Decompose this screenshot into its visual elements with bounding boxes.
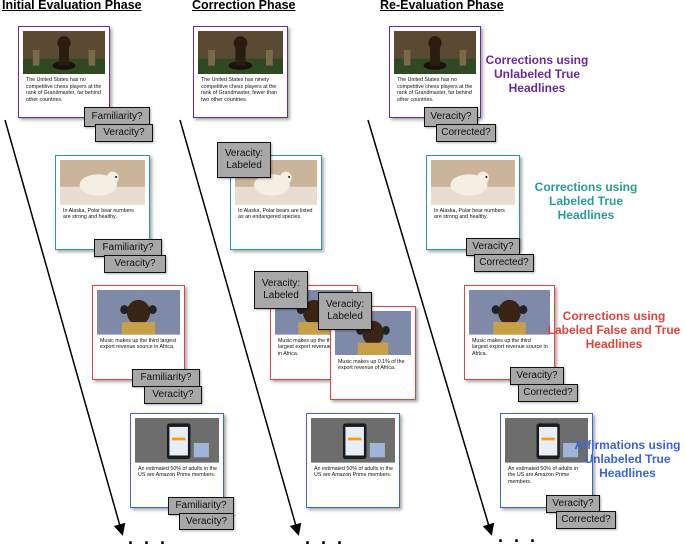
caption-red: Corrections using Labeled False and True… <box>547 309 681 351</box>
headline-text: Music makes up 0.1% of the export revenu… <box>338 358 405 371</box>
headline-text: The United States has no competitive che… <box>26 77 102 103</box>
headline-card-amazon-reevaluation: An estimated 50% of adults in the US are… <box>500 413 593 508</box>
veracity-tag: Veracity? <box>510 367 564 385</box>
headline-text: An estimated 50% of adults in the US are… <box>138 466 217 479</box>
headline-text: In Alaska, Polar bear numbers are strong… <box>434 208 505 221</box>
amazon-photo <box>311 418 395 463</box>
phase-title-reevaluation: Re-Evaluation Phase <box>380 0 504 12</box>
headline-card-amazon-correction: An estimated 50% of adults in the US are… <box>306 413 400 508</box>
polar-bear-photo <box>60 160 145 205</box>
veracity-tag: Veracity? <box>144 386 202 404</box>
veracity-labeled-tag: Veracity: Labeled <box>254 271 308 309</box>
headline-card-polar: In Alaska, Polar bear numbers are strong… <box>55 155 150 250</box>
headline-text: Music makes up the third largest export … <box>278 338 349 357</box>
music-photo <box>469 290 550 335</box>
headline-card-music: Music makes up the third largest export … <box>92 285 185 380</box>
chess-photo <box>23 31 105 75</box>
headline-text: Music makes up the third largest export … <box>472 338 548 357</box>
caption-blue: Affirmations using Unlabeled True Headli… <box>574 438 681 480</box>
veracity-tag: Veracity? <box>179 513 234 530</box>
headline-text: Music makes up the third largest export … <box>100 338 177 351</box>
headline-card-polar-reevaluation: In Alaska, Polar bear numbers are strong… <box>426 155 520 250</box>
headline-text: In Alaska, Polar bears are listed as an … <box>238 208 313 221</box>
headline-card-amazon: An estimated 50% of adults in the US are… <box>130 413 224 508</box>
headline-card-music-reevaluation: Music makes up the third largest export … <box>464 285 555 380</box>
music-photo <box>97 290 180 335</box>
amazon-photo <box>505 418 588 463</box>
headline-text: In Alaska, Polar bear numbers are strong… <box>63 208 134 221</box>
familiarity-tag: Familiarity? <box>132 369 200 387</box>
headline-card-chess-reevaluation: The United States has no competitive che… <box>389 26 481 118</box>
veracity-labeled-tag: Veracity: Labeled <box>217 142 271 178</box>
headline-text: The United States has ninety competitive… <box>201 77 277 103</box>
veracity-tag: Veracity? <box>104 255 166 273</box>
polar-bear-photo <box>431 160 515 205</box>
corrected-tag: Corrected? <box>474 254 534 272</box>
ellipsis-reevaluation: . . . <box>498 526 539 546</box>
headline-card-chess-correction: The United States has ninety competitive… <box>193 26 288 118</box>
caption-purple: Corrections using Unlabeled True Headlin… <box>485 53 589 95</box>
reevaluation-phase-arrow <box>367 119 495 536</box>
ellipsis-correction: . . . <box>305 528 346 548</box>
chess-photo <box>198 31 283 75</box>
headline-text: An estimated 50% of adults in the US are… <box>508 466 579 485</box>
phase-title-correction: Correction Phase <box>192 0 296 12</box>
phase-title-initial: Initial Evaluation Phase <box>2 0 142 12</box>
headline-card-chess: The United States has no competitive che… <box>18 26 110 118</box>
veracity-tag: Veracity? <box>95 124 153 142</box>
headline-text: The United States has no competitive che… <box>397 77 473 103</box>
ellipsis-initial: . . . <box>128 528 169 548</box>
corrected-tag: Corrected? <box>556 511 616 529</box>
veracity-labeled-tag: Veracity: Labeled <box>318 292 372 330</box>
amazon-photo <box>135 418 219 463</box>
chess-photo <box>394 31 476 75</box>
corrected-tag: Corrected? <box>518 384 578 402</box>
initial-phase-arrow <box>4 119 126 536</box>
headline-text: An estimated 50% of adults in the US are… <box>314 466 393 479</box>
caption-teal: Corrections using Labeled True Headlines <box>534 180 638 222</box>
correction-phase-arrow <box>179 119 302 536</box>
corrected-tag: Corrected? <box>436 124 496 142</box>
